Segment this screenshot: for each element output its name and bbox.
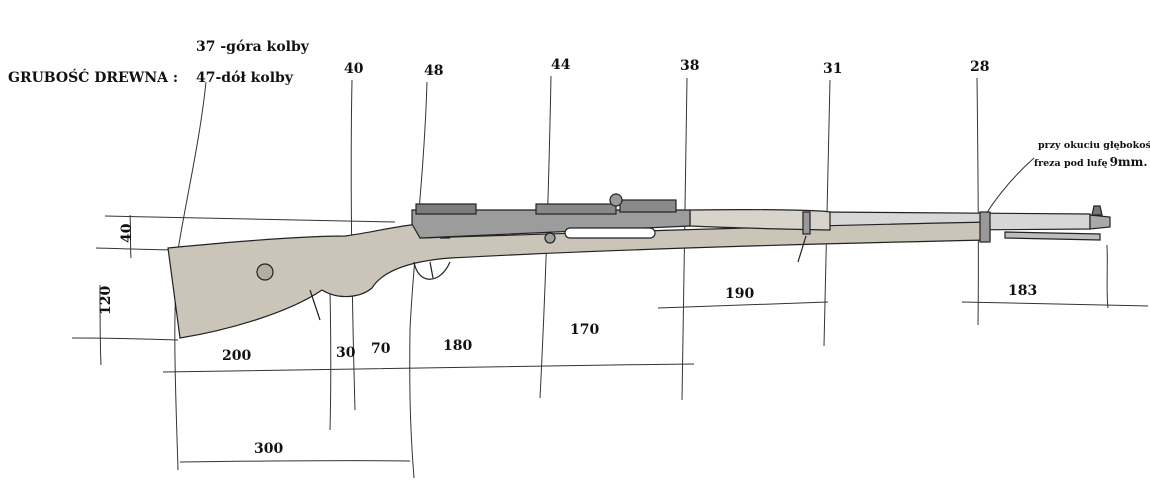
barrel-band <box>802 211 811 235</box>
bolt <box>535 203 617 215</box>
front-sight <box>1091 205 1103 216</box>
bolt-knob <box>609 193 623 207</box>
dim-grip-a: 30 <box>336 345 356 361</box>
guide-48 <box>409 81 428 479</box>
thickness-mark-31: 31 <box>823 61 842 77</box>
dim-butt-upper: 40 <box>119 223 135 243</box>
guide-fore-mid <box>657 301 829 309</box>
wood-stock <box>167 221 991 339</box>
guide-butt-top <box>95 247 181 251</box>
guide-butt-height <box>99 284 102 366</box>
muzzle <box>1089 214 1111 230</box>
dim-action: 180 <box>443 338 472 354</box>
dim-butt-height: 120 <box>98 286 114 315</box>
guide-top <box>104 215 396 223</box>
finger-groove <box>564 227 656 239</box>
cleaning-rod <box>1004 231 1101 241</box>
thickness-bottom-of-stock: 47-dół kolby <box>196 70 294 86</box>
guide-muzzle <box>1106 244 1109 309</box>
dim-muzzle: 183 <box>1008 283 1037 299</box>
thickness-mark-38: 38 <box>680 58 699 74</box>
handguard <box>689 209 831 231</box>
thickness-mark-40: 40 <box>344 61 364 77</box>
stock-disk <box>256 263 274 281</box>
thickness-top-of-stock: 37 -góra kolby <box>196 39 310 55</box>
note-leader-line <box>985 157 1035 215</box>
rear-sight <box>619 199 677 213</box>
trigger-guard <box>413 261 451 280</box>
barrel-channel-note-line1: przy okuciu głębokość <box>1038 140 1150 151</box>
trigger <box>429 261 434 279</box>
sling-swivel-front <box>797 235 807 263</box>
guide-overall-rear <box>179 460 411 463</box>
dim-fore-mid: 190 <box>725 286 754 302</box>
guide-grip <box>329 289 332 431</box>
guide-lower-long <box>162 363 695 373</box>
dim-overall-rear: 300 <box>254 441 283 457</box>
thickness-mark-28: 28 <box>970 59 989 75</box>
guide-28 <box>976 77 979 326</box>
wood-thickness-label: GRUBOŚĆ DREWNA : <box>8 68 178 86</box>
rifle-illustration <box>167 193 1111 339</box>
thickness-mark-48: 48 <box>424 63 443 79</box>
dim-grip-b: 70 <box>371 341 391 357</box>
nose-cap <box>979 211 991 243</box>
sling-swivel-rear <box>309 289 321 321</box>
guide-butt-upper <box>129 214 132 259</box>
guide-muzzle-length <box>961 301 1149 307</box>
rear-receiver-bridge <box>415 203 477 215</box>
action-screw <box>544 232 556 244</box>
thickness-mark-44: 44 <box>551 57 571 73</box>
dim-butt-length: 200 <box>222 348 251 364</box>
guide-butt-bottom <box>71 337 179 341</box>
dim-forend: 170 <box>570 322 599 338</box>
